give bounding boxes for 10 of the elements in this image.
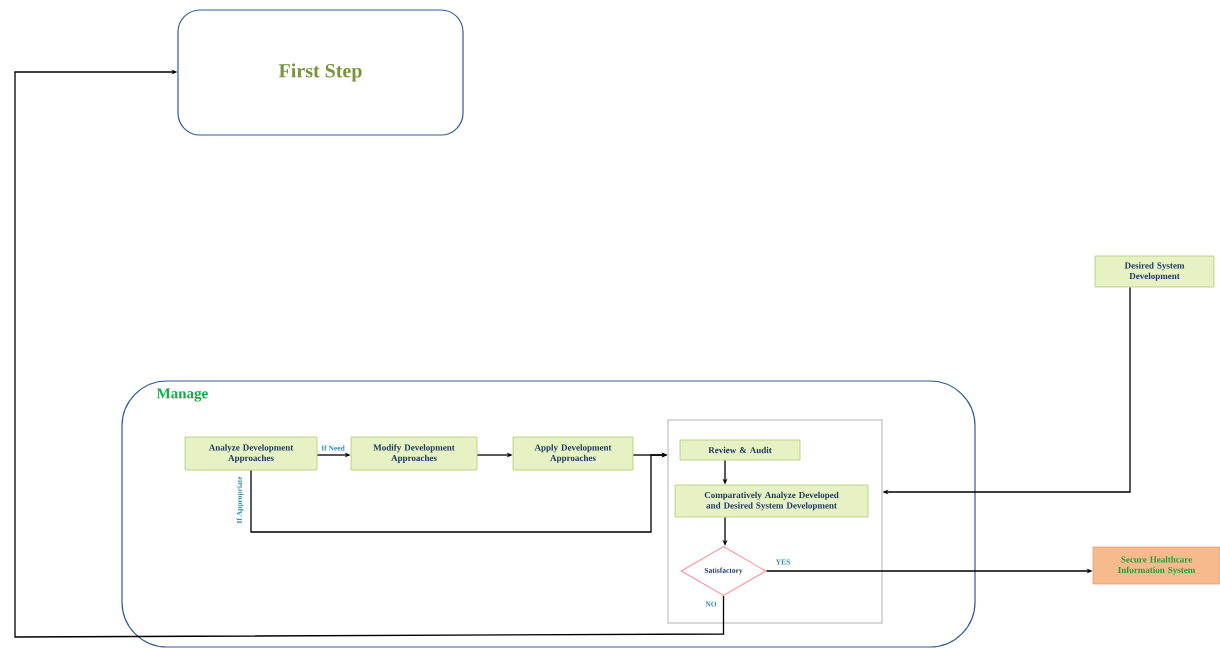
- process-box: Comparatively Analyze Developed and Desired System Development: [674, 484, 869, 518]
- process-box: Apply Development Approaches: [512, 436, 634, 471]
- process-box: Analyze Development Approaches: [184, 436, 318, 471]
- process-box: Review & Audit: [679, 439, 801, 461]
- arrow: [14, 69, 725, 638]
- process-box: Desired System Development: [1094, 255, 1215, 288]
- frame-box: [667, 419, 883, 624]
- rounded-box: First Step: [177, 9, 464, 136]
- result-box: Secure Healthcare Information System: [1092, 546, 1220, 585]
- process-box: Modify Development Approaches: [350, 436, 478, 471]
